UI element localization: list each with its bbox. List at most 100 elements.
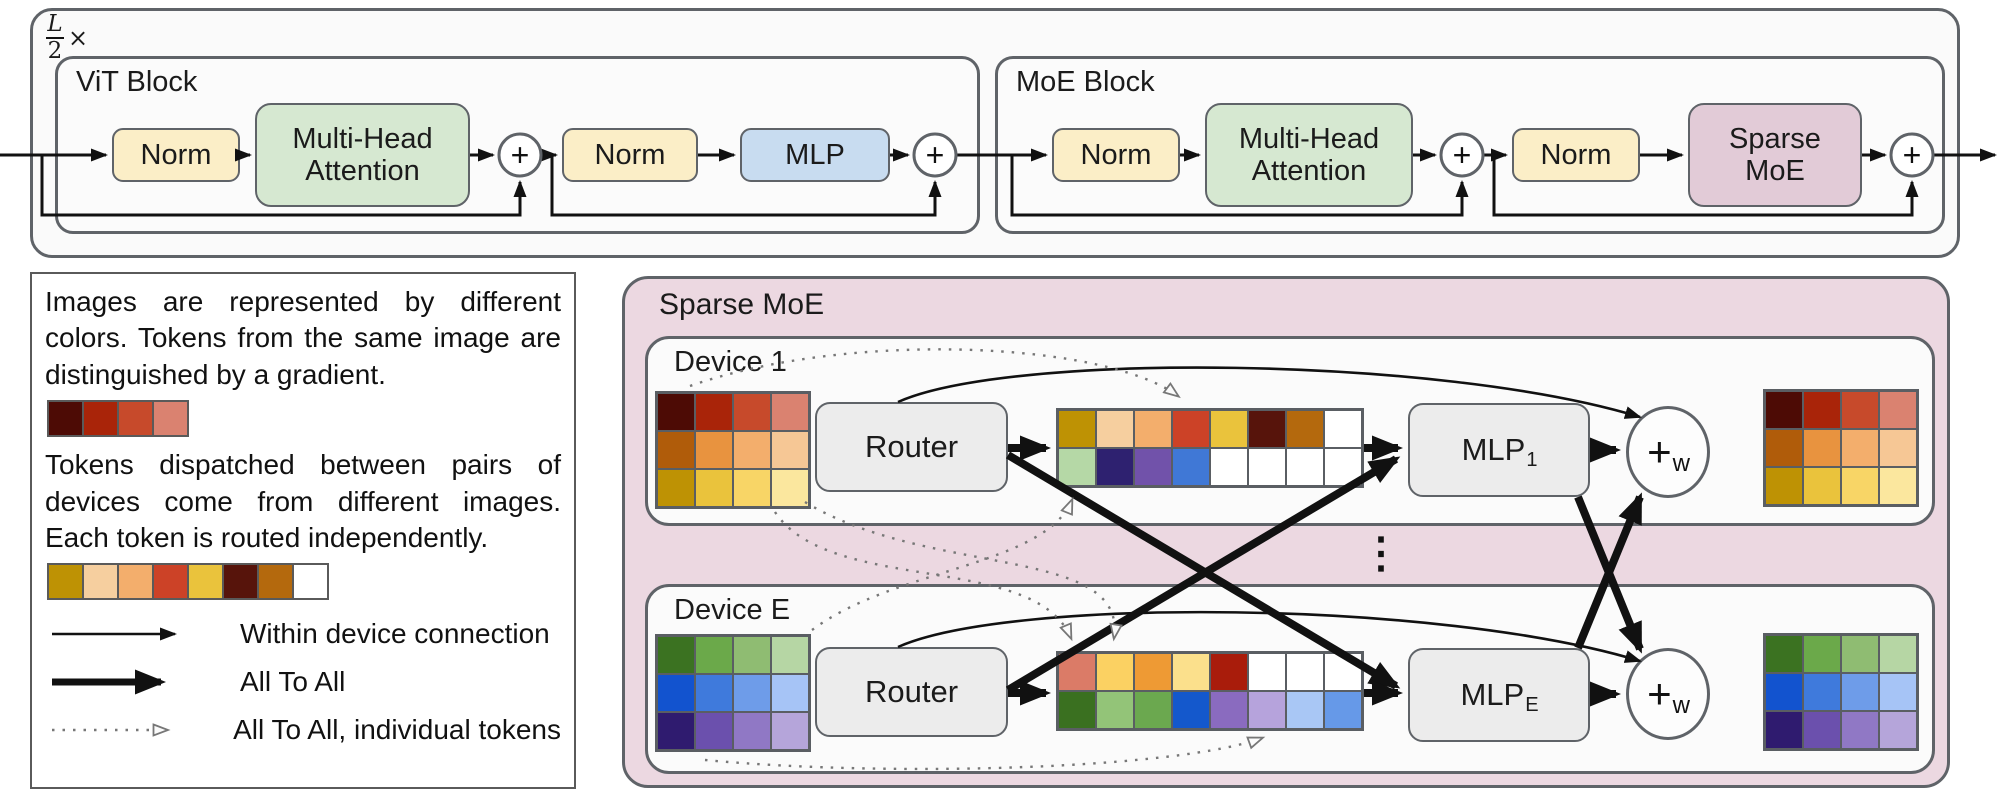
thick-arrow-icon [52,669,166,695]
legend-box: Images are represented by different colo… [30,272,576,789]
token-cell [1766,712,1802,748]
legend-label-within-device: Within device connection [240,618,550,650]
token-cell [772,637,808,673]
deviceE-input-grid [655,634,811,752]
device1-weighted-sum-circle: +w [1626,406,1710,498]
token-cell [658,637,694,673]
token-cell [658,470,694,506]
token-cell [1059,692,1095,728]
token-cell [1842,636,1878,672]
deviceE-mlp-label: MLP [1460,676,1525,712]
fraction-numerator: L [47,11,63,37]
token-cell [1135,654,1171,690]
token-cell [658,432,694,468]
token-cell [772,432,808,468]
dotted-arrow-icon [52,723,171,738]
token-cell [1173,654,1209,690]
legend-label-all-to-all: All To All [240,666,346,698]
vit-norm1-box: Norm [112,128,240,182]
token-cell [1287,411,1323,447]
token-cell [1804,674,1840,710]
token-cell [696,637,732,673]
device1-mlp-subscript: 1 [1526,448,1538,471]
device1-router-box: Router [815,402,1008,492]
fraction-l-over-2: L 2 [46,13,64,63]
repeat-count-label: L 2 × [46,13,88,63]
token-cell [1097,654,1133,690]
token-cell [734,675,770,711]
legend-token-swatch [84,402,117,436]
legend-token-swatch [294,565,327,599]
token-cell [1135,692,1171,728]
token-cell [772,713,808,749]
token-cell [696,470,732,506]
token-cell [1880,712,1916,748]
token-cell [734,713,770,749]
fraction-denominator: 2 [47,38,63,64]
legend-token-swatch [189,565,222,599]
token-cell [696,675,732,711]
legend-label-individual-tokens: All To All, individual tokens [233,714,561,746]
token-cell [1880,674,1916,710]
deviceE-output-grid [1763,633,1919,751]
token-cell [1249,654,1285,690]
deviceE-weighted-sum-circle: +w [1626,648,1710,740]
token-cell [1249,449,1285,485]
token-cell [1880,468,1916,504]
token-cell [1804,712,1840,748]
vit-block-title: ViT Block [76,66,198,98]
token-cell [1059,654,1095,690]
token-cell [1287,449,1323,485]
legend-row-all-to-all: All To All [49,658,561,706]
legend-swatches-mixed-tokens [47,563,329,601]
legend-token-swatch [49,402,82,436]
token-cell [1804,430,1840,466]
token-cell [1097,449,1133,485]
token-cell [734,470,770,506]
legend-paragraph-colors: Images are represented by different colo… [45,286,561,390]
times-symbol: × [68,24,89,52]
moe-norm2-box: Norm [1512,128,1640,182]
deviceE-mlp-subscript: E [1525,693,1539,716]
token-cell [1287,654,1323,690]
token-cell [1804,636,1840,672]
device1-plus-subscript: w [1672,450,1690,477]
token-cell [1059,449,1095,485]
device1-buffer-grid [1056,408,1364,488]
token-cell [696,394,732,430]
legend-token-swatch [224,565,257,599]
moe-norm1-box: Norm [1052,128,1180,182]
fraction-bar [46,37,64,39]
vit-norm2-box: Norm [562,128,698,182]
token-cell [1766,392,1802,428]
thin-arrow-icon [52,627,177,641]
legend-row-within-device: Within device connection [49,610,561,658]
legend-swatches-image-gradient [47,400,189,438]
token-cell [1842,674,1878,710]
token-cell [1325,654,1361,690]
legend-token-swatch [84,565,117,599]
token-cell [772,675,808,711]
token-cell [772,394,808,430]
legend-paragraph-dispatch: Tokens dispatched between pairs of devic… [45,449,561,553]
legend-token-swatch [259,565,292,599]
deviceE-plus-subscript: w [1672,692,1690,719]
token-cell [1325,692,1361,728]
token-cell [1173,449,1209,485]
legend-token-swatch [119,402,152,436]
token-cell [1766,674,1802,710]
device1-plus-label: + [1647,428,1672,475]
token-cell [1880,636,1916,672]
token-cell [1287,692,1323,728]
legend-token-swatch [154,565,187,599]
token-cell [1135,449,1171,485]
moe-mha-box: Multi-Head Attention [1205,103,1413,207]
device1-output-grid [1763,389,1919,507]
token-cell [658,713,694,749]
token-cell [1842,430,1878,466]
token-cell [696,432,732,468]
token-cell [1766,430,1802,466]
token-cell [1249,411,1285,447]
token-cell [1325,449,1361,485]
